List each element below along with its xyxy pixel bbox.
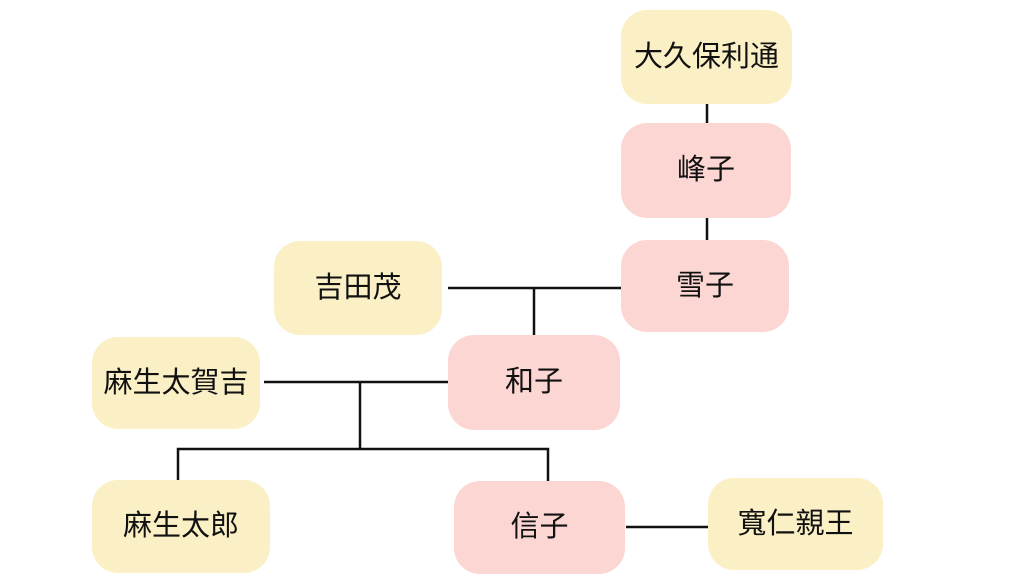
node-aso-taro[interactable]: 麻生太郎 [92,480,270,573]
node-label: 寬仁親王 [737,507,854,540]
node-nobuko[interactable]: 信子 [454,481,625,574]
node-tomohito-shinno[interactable]: 寬仁親王 [708,478,883,570]
node-aso-takakichi[interactable]: 麻生太賀吉 [92,337,260,429]
node-label: 吉田茂 [314,271,402,304]
node-label: 信子 [510,511,569,543]
node-okubo-toshimichi[interactable]: 大久保利通 [621,10,792,104]
node-yoshida-shigeru[interactable]: 吉田茂 [274,241,442,335]
node-label: 雪子 [675,269,734,302]
node-kazuko[interactable]: 和子 [448,335,620,430]
node-label: 峰子 [676,154,735,186]
node-label: 麻生太郎 [122,510,239,542]
node-yukiko[interactable]: 雪子 [621,240,789,332]
node-label: 大久保利通 [633,40,779,73]
node-label: 麻生太賀吉 [103,366,249,399]
edge-sibling-bus [176,447,550,481]
node-label: 和子 [504,366,563,398]
node-mineko[interactable]: 峰子 [621,123,791,218]
